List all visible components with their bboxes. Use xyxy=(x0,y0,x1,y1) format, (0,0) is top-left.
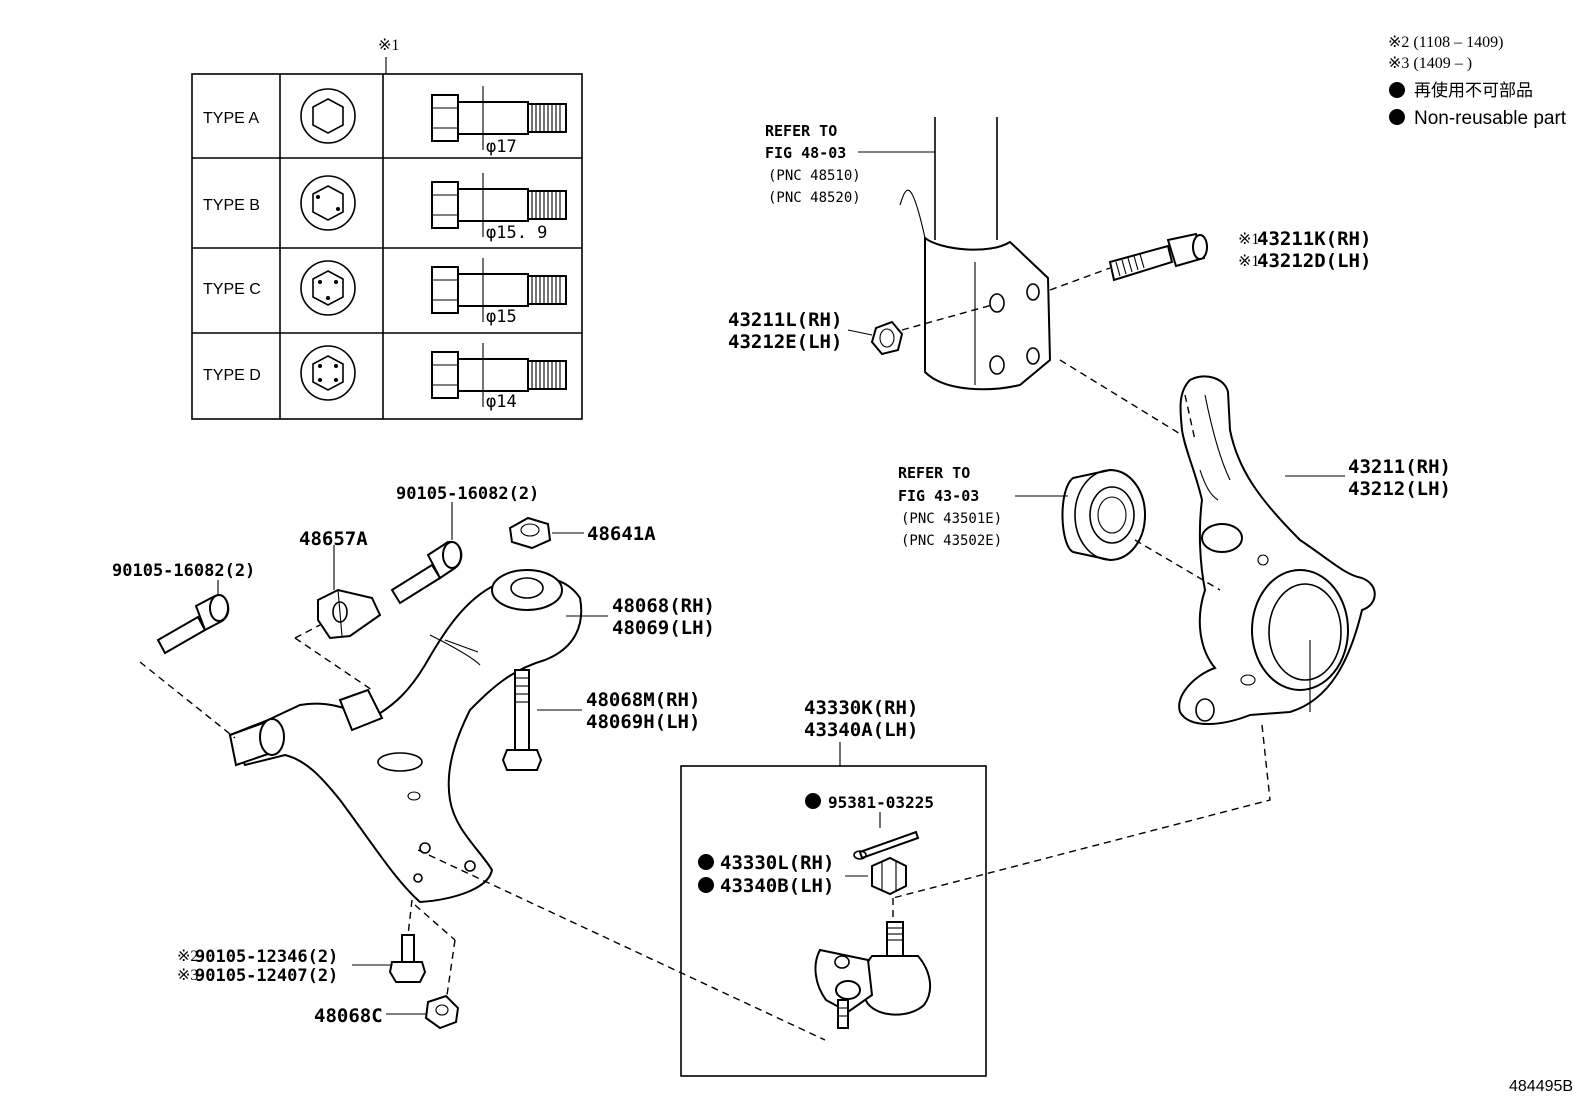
ball-joint-box: 43330K(RH) 43340A(LH) 95381-03225 43330L… xyxy=(680,697,987,1077)
bolt-end-view-icon xyxy=(300,175,356,231)
lower-arm-illustration xyxy=(228,569,583,904)
non-reusable-bullet-icon xyxy=(1389,82,1405,98)
nut-43211l-label: 43211L(RH) 43212E(LH) xyxy=(728,309,842,353)
bolt-left-label: 90105-16082(2) xyxy=(112,561,255,581)
dim-label: φ15. 9 xyxy=(486,223,547,243)
ball-joint-label: 43330K(RH) xyxy=(804,697,918,719)
svg-text:43211L(RH): 43211L(RH) xyxy=(728,309,842,331)
lower-arm-label: 48068(RH) 48069(LH) xyxy=(612,595,715,639)
bolt-end-view-icon xyxy=(300,260,356,316)
nut-48068c-icon xyxy=(424,994,460,1030)
legend-note2: ※2 (1108 – 1409) xyxy=(1388,34,1503,51)
svg-text:48069(LH): 48069(LH) xyxy=(612,617,715,639)
type-label: TYPE D xyxy=(203,367,261,384)
figure-id: 484495B xyxy=(1509,1078,1573,1095)
bolt-90105-16082-icon xyxy=(390,540,463,605)
non-reusable-bullet-icon xyxy=(698,877,714,893)
non-reusable-bullet-icon xyxy=(805,793,821,809)
legend-non-reusable-en: Non-reusable part xyxy=(1414,108,1567,129)
svg-text:90105-12346(2): 90105-12346(2) xyxy=(195,947,338,967)
bolt-43211k-icon xyxy=(1108,232,1208,282)
small-bolt-label: ※2 90105-12346(2) ※3 90105-12407(2) xyxy=(177,947,338,986)
svg-text:(PNC 43502E): (PNC 43502E) xyxy=(901,533,1002,549)
bolt-end-view-icon xyxy=(300,88,356,144)
bearing-reference: REFER TO FIG 43-03 (PNC 43501E) (PNC 435… xyxy=(898,464,1002,549)
strut-illustration xyxy=(899,117,1052,391)
bolt-end-view-icon xyxy=(300,345,356,401)
bolt-43211k-label: ※1 43211K(RH) ※1 43212D(LH) xyxy=(1238,228,1371,272)
svg-text:FIG 43-03: FIG 43-03 xyxy=(898,487,979,505)
legend-non-reusable-jp: 再使用不可部品 xyxy=(1414,80,1533,100)
svg-text:※2: ※2 xyxy=(177,948,198,965)
svg-text:FIG 48-03: FIG 48-03 xyxy=(765,144,846,162)
type-label: TYPE C xyxy=(203,281,261,298)
svg-text:※1: ※1 xyxy=(1238,253,1259,270)
non-reusable-bullet-icon xyxy=(1389,109,1405,125)
svg-text:43211K(RH): 43211K(RH) xyxy=(1257,228,1371,250)
arm-bolt-label: 48068M(RH) 48069H(LH) xyxy=(586,689,700,733)
arm-bolt-48068m-icon xyxy=(501,669,543,771)
type-label: TYPE B xyxy=(203,197,260,214)
nut-48068c-label: 48068C xyxy=(314,1005,383,1027)
knuckle-label: 43211(RH) 43212(LH) xyxy=(1348,456,1451,500)
svg-text:※1: ※1 xyxy=(1238,231,1259,248)
dim-label: φ17 xyxy=(486,137,517,157)
castle-nut-icon xyxy=(871,856,907,896)
ball-joint-icon xyxy=(814,921,932,1029)
ball-joint-frame xyxy=(680,765,987,1077)
strut-reference: REFER TO FIG 48-03 (PNC 48510) (PNC 4852… xyxy=(765,122,935,206)
svg-text:(PNC 48510): (PNC 48510) xyxy=(768,168,861,184)
svg-text:(PNC 43501E): (PNC 43501E) xyxy=(901,511,1002,527)
non-reusable-bullet-icon xyxy=(698,854,714,870)
svg-text:48068M(RH): 48068M(RH) xyxy=(586,689,700,711)
bolt-90105-12346-icon xyxy=(388,934,427,983)
type-label: TYPE A xyxy=(203,110,259,127)
bracket-48657a-icon xyxy=(317,588,382,640)
svg-text:43212(LH): 43212(LH) xyxy=(1348,478,1451,500)
ball-joint-label: 43340A(LH) xyxy=(804,719,918,741)
bracket-label: 48657A xyxy=(299,528,368,550)
nut-48641a-label: 48641A xyxy=(587,523,656,545)
cotter-pin-icon xyxy=(853,830,920,860)
svg-text:REFER TO: REFER TO xyxy=(898,464,970,482)
hub-bolt-side-icon xyxy=(431,86,567,150)
svg-text:(PNC 48520): (PNC 48520) xyxy=(768,190,861,206)
type-table: ※1 TYPE A TYPE B TYPE C TYPE D xyxy=(191,37,583,420)
nut-48641a-icon xyxy=(508,516,552,550)
svg-text:43212E(LH): 43212E(LH) xyxy=(728,331,842,353)
nut-43211l-icon xyxy=(870,320,904,356)
svg-text:43212D(LH): 43212D(LH) xyxy=(1257,250,1371,272)
dim-label: φ15 xyxy=(486,307,517,327)
legend-note3: ※3 (1409 – ) xyxy=(1388,55,1472,72)
bj-nut-label: 43340B(LH) xyxy=(720,875,834,897)
svg-text:48068(RH): 48068(RH) xyxy=(612,595,715,617)
svg-text:REFER TO: REFER TO xyxy=(765,122,837,140)
bolt-90105-16082-icon xyxy=(156,594,230,655)
table-frame xyxy=(191,73,583,420)
svg-text:48069H(LH): 48069H(LH) xyxy=(586,711,700,733)
bolt-top-label: 90105-16082(2) xyxy=(396,484,539,504)
dim-label: φ14 xyxy=(486,392,517,412)
svg-text:43211(RH): 43211(RH) xyxy=(1348,456,1451,478)
steering-knuckle-illustration xyxy=(1178,375,1376,725)
svg-text:※3: ※3 xyxy=(177,967,198,984)
cotter-label: 95381-03225 xyxy=(828,793,934,812)
bj-nut-label: 43330L(RH) xyxy=(720,852,834,874)
hub-bearing-icon xyxy=(1061,468,1147,562)
legend: ※2 (1108 – 1409) ※3 (1409 – ) 再使用不可部品 No… xyxy=(1388,34,1567,129)
svg-text:90105-12407(2): 90105-12407(2) xyxy=(195,966,338,986)
table-marker: ※1 xyxy=(378,37,399,54)
